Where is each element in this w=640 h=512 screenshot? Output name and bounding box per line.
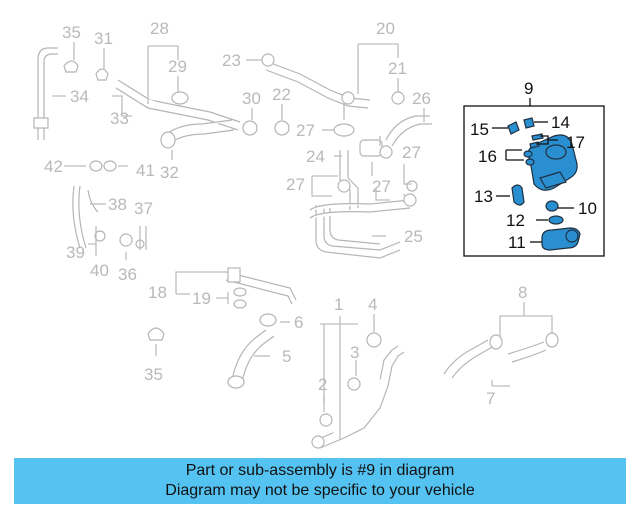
callout-40: 40 <box>90 261 109 280</box>
callout-14: 14 <box>551 113 570 132</box>
callout-17: 17 <box>566 133 585 152</box>
callout-29: 29 <box>168 57 187 76</box>
callout-3: 3 <box>350 343 359 362</box>
ghost-leaders <box>52 42 553 440</box>
callout-41: 41 <box>136 161 155 180</box>
callout-27a: 27 <box>296 121 315 140</box>
callout-16: 16 <box>478 147 497 166</box>
callout-27c: 27 <box>286 175 305 194</box>
callout-28: 28 <box>150 19 169 38</box>
callout-15: 15 <box>470 120 489 139</box>
ghost-parts <box>33 47 559 449</box>
callout-42: 42 <box>44 157 63 176</box>
callout-1: 1 <box>334 295 343 314</box>
callout-9: 9 <box>524 79 533 98</box>
ghost-callouts: 35 31 28 29 34 33 32 30 22 23 20 21 26 2… <box>44 19 527 408</box>
banner-line-1: Part or sub-assembly is #9 in diagram <box>185 462 455 479</box>
parts-diagram: 35 31 28 29 34 33 32 30 22 23 20 21 26 2… <box>33 19 605 449</box>
callout-38: 38 <box>108 195 127 214</box>
callout-6: 6 <box>294 313 303 332</box>
callout-32: 32 <box>160 163 179 182</box>
callout-25: 25 <box>404 227 423 246</box>
callout-30: 30 <box>242 89 261 108</box>
callout-34: 34 <box>70 87 89 106</box>
callout-21: 21 <box>388 59 407 78</box>
callout-7: 7 <box>486 389 495 408</box>
callout-20: 20 <box>376 19 395 38</box>
callout-4: 4 <box>368 295 377 314</box>
callout-35: 35 <box>62 23 81 42</box>
callout-19: 19 <box>192 289 211 308</box>
callout-37: 37 <box>134 199 153 218</box>
callout-24: 24 <box>306 147 325 166</box>
callout-33: 33 <box>110 109 129 128</box>
callout-39: 39 <box>66 243 85 262</box>
callout-12: 12 <box>506 211 525 230</box>
callout-23: 23 <box>222 51 241 70</box>
banner-line-2: Diagram may not be specific to your vehi… <box>165 482 475 499</box>
callout-11: 11 <box>508 233 526 252</box>
callout-35b: 35 <box>144 365 163 384</box>
subassembly-9[interactable]: 9 15 14 17 <box>463 79 605 257</box>
callout-27d: 27 <box>372 177 391 196</box>
callout-26: 26 <box>412 89 431 108</box>
callout-8: 8 <box>518 283 527 302</box>
callout-22: 22 <box>272 85 291 104</box>
callout-5: 5 <box>282 347 291 366</box>
callout-31: 31 <box>94 29 113 48</box>
callout-10: 10 <box>578 199 597 218</box>
callout-36: 36 <box>118 265 137 284</box>
callout-2: 2 <box>318 375 327 394</box>
callout-27b: 27 <box>402 143 421 162</box>
callout-13: 13 <box>474 187 493 206</box>
callout-18: 18 <box>148 283 167 302</box>
info-banner: Part or sub-assembly is #9 in diagram Di… <box>14 458 626 504</box>
